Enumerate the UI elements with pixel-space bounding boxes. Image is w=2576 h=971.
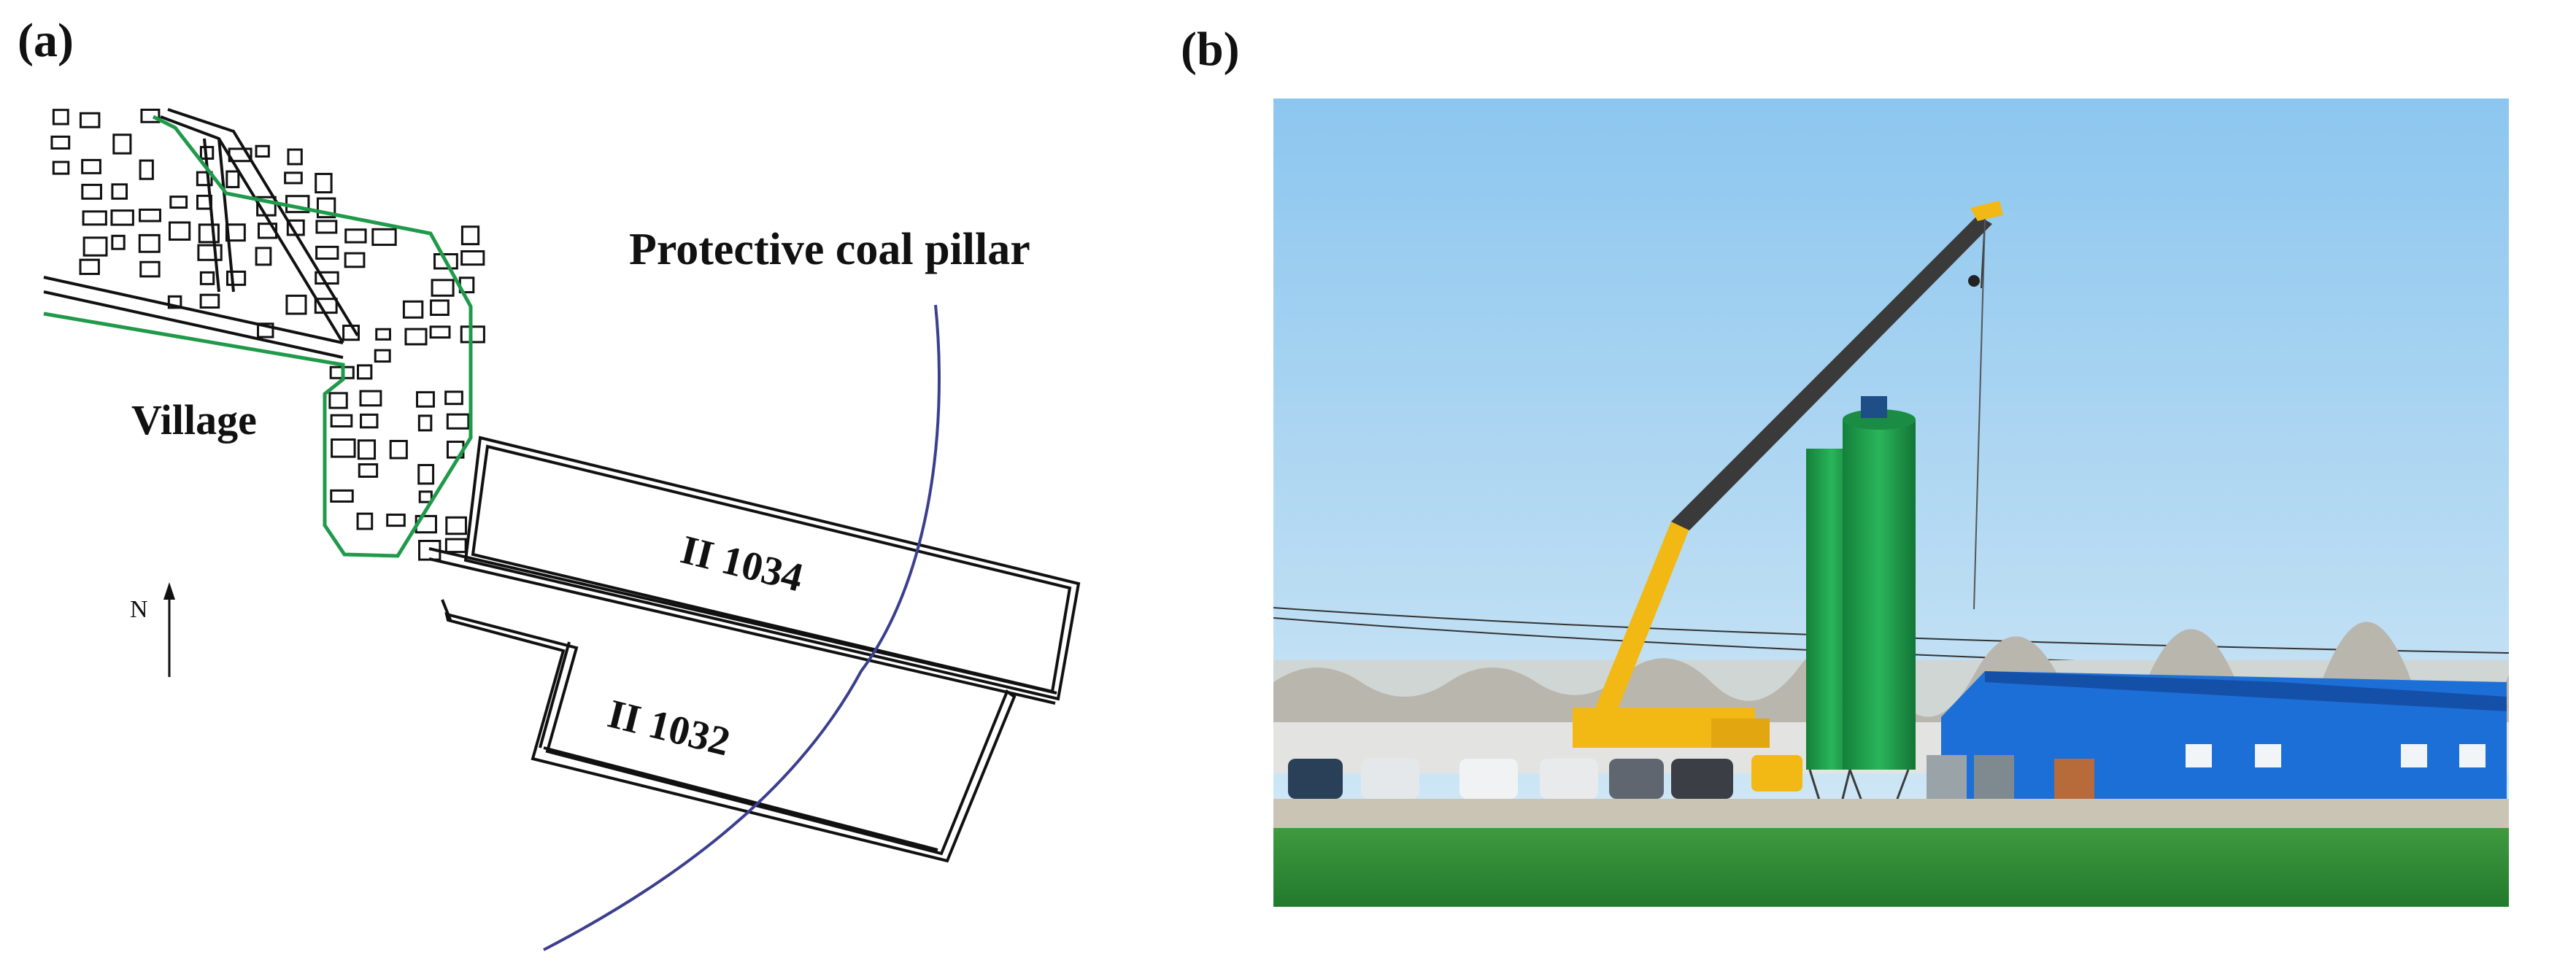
building-outline	[111, 234, 126, 250]
building-outline	[402, 300, 424, 319]
building-outline	[199, 293, 220, 309]
building-outline	[356, 512, 374, 530]
building-outline	[315, 172, 333, 194]
cement-silos	[1806, 396, 1916, 829]
panel-label-upper: II 1034	[676, 527, 808, 600]
building-outline	[330, 489, 354, 503]
building-outline	[416, 391, 435, 408]
building-outline	[52, 160, 70, 175]
building-outline	[404, 328, 428, 346]
building-outline	[433, 253, 458, 270]
building-outline	[371, 228, 397, 247]
building-outline	[287, 148, 303, 166]
building-outline	[79, 112, 101, 128]
building-outline	[169, 196, 188, 209]
site-photograph	[1273, 98, 2509, 907]
building-outline	[460, 325, 485, 344]
building-outline	[417, 463, 435, 485]
building-outline	[445, 516, 467, 535]
panel-label-lower: II 1032	[603, 691, 735, 765]
protective-coal-pillar-label: Protective coal pillar	[629, 225, 1030, 274]
north-label: N	[130, 596, 148, 623]
building-outline	[139, 260, 161, 278]
building-outline	[197, 244, 223, 261]
building-outline	[284, 171, 303, 185]
building-outline	[81, 158, 101, 174]
building-outline	[196, 171, 213, 187]
building-outline	[344, 252, 366, 268]
building-outline	[139, 208, 161, 223]
building-outline	[374, 349, 391, 363]
building-outline	[344, 228, 367, 244]
building-outline	[430, 299, 450, 317]
building-outline	[375, 328, 391, 341]
village-label: Village	[131, 396, 257, 444]
building-outline	[50, 135, 71, 150]
crane	[1573, 201, 2003, 748]
building-outline	[138, 233, 161, 253]
panel-label-b: (b)	[1181, 23, 1240, 76]
panel-label-a: (a)	[18, 14, 74, 67]
building-outline	[444, 390, 463, 406]
building-outline	[79, 258, 100, 275]
building-outline	[168, 221, 191, 241]
mining-panel-lower	[444, 612, 1017, 863]
building-outline	[358, 463, 379, 478]
building-outline	[357, 439, 377, 460]
building-outline	[140, 108, 161, 123]
parked-cars	[1288, 755, 1802, 799]
tanks	[1927, 755, 2094, 806]
blue-building	[1941, 671, 2507, 799]
building-outline	[167, 295, 182, 309]
building-outline	[255, 247, 272, 266]
building-outline	[315, 220, 338, 234]
building-outline	[139, 159, 154, 180]
mine-map-diagram: Village N II 1034 II 1032 Protective coa…	[43, 108, 1081, 951]
building-outline	[110, 209, 134, 226]
building-outline	[328, 392, 348, 409]
building-outline	[315, 245, 339, 260]
building-outline	[360, 413, 379, 429]
building-outline	[460, 250, 485, 266]
building-outline	[356, 364, 373, 380]
roadway	[428, 547, 1057, 705]
building-outline	[431, 279, 455, 297]
wheat-field	[1273, 828, 2509, 907]
building-outline	[418, 490, 433, 503]
building-outline	[199, 271, 215, 285]
building-outline	[389, 439, 408, 460]
village-roads	[43, 108, 359, 359]
building-outline	[316, 197, 336, 219]
building-outline	[255, 144, 270, 158]
building-outline	[359, 390, 382, 407]
building-outline	[112, 134, 132, 155]
building-outline	[198, 223, 220, 244]
building-outline	[460, 225, 480, 246]
protective-coal-pillar-line	[543, 304, 941, 951]
building-outline	[52, 109, 69, 125]
building-outline	[417, 414, 433, 432]
building-outline	[429, 325, 451, 339]
building-outline	[386, 514, 406, 527]
ground-strip	[1273, 799, 2509, 832]
building-outline	[81, 183, 102, 200]
building-outline	[111, 183, 128, 200]
building-outline	[331, 438, 356, 458]
building-outline	[82, 210, 107, 226]
building-outline	[257, 322, 274, 339]
building-outline	[226, 270, 247, 286]
village-boundary	[43, 115, 473, 558]
north-arrow	[163, 582, 175, 677]
building-outline	[444, 538, 467, 554]
village-buildings	[50, 108, 485, 561]
building-outline	[446, 413, 470, 430]
building-outline	[330, 414, 353, 428]
building-outline	[225, 170, 240, 188]
building-outline	[285, 294, 307, 315]
building-outline	[82, 236, 108, 257]
